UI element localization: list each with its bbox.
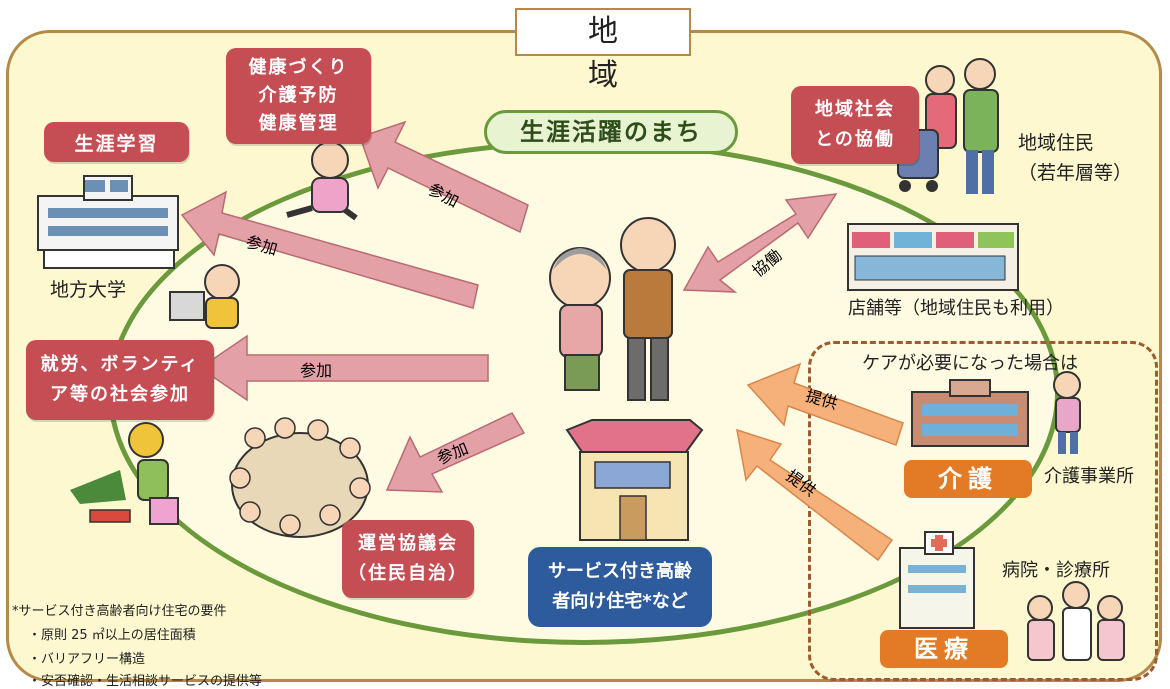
care-zone [808,341,1158,681]
housing-illustration [565,419,704,541]
council-box: 運営協議会 （住民自治） [342,520,474,598]
university-label: 地方大学 [50,279,127,301]
community-line-1: 地域社会 [815,99,895,120]
council-meeting-illustration [229,417,371,538]
housing-line-2: 者向け住宅*など [552,591,688,612]
stores-label: 店舗等（地域住民も利用） [848,298,1064,319]
work-volunteer-box: 就労、ボランティ ア等の社会参加 [26,340,214,420]
residents-label: 地域住民 （若年層等） [1018,128,1132,188]
university-illustration [37,175,179,269]
arrow-collaborate [682,193,838,293]
housing-box: サービス付き高齢 者向け住宅*など [528,547,712,627]
care-office-label: 介護事業所 [1044,466,1134,487]
participate-label-3: 参加 [300,361,333,380]
arrow-to-health [359,120,529,234]
residents-line-1: 地域住民 [1018,132,1095,154]
care-facility-illustration [911,379,1029,447]
health-line-3: 健康管理 [258,113,339,134]
housing-line-1: サービス付き高齢 [548,561,692,582]
care-staff-illustration [1053,371,1081,454]
exercise-illustration [286,141,358,221]
region-title: 地 域 [515,8,691,93]
town-title: 生涯活躍のまち [484,110,738,154]
hospital-label: 病院・診療所 [1002,560,1110,581]
arrow-to-council [385,412,526,493]
medical-staff-illustration [1027,581,1125,661]
council-line-1: 運営協議会 [358,533,458,554]
health-line-2: 介護予防 [258,85,339,106]
work-line-1: 就労、ボランティ [40,354,200,375]
lifelong-learning-box: 生涯学習 [44,122,189,162]
elderly-couple-illustration [549,217,676,401]
arrow-provide-care [746,362,904,446]
arrow-to-learning [180,190,479,309]
community-box: 地域社会 との協働 [791,86,919,164]
requirement-barrier-free: ・バリアフリー構造 [28,652,146,667]
medical-box: 医療 [880,630,1008,668]
work-line-2: ア等の社会参加 [50,384,190,405]
requirement-area: ・原則 25 ㎡以上の居住面積 [28,628,196,643]
arrow-to-work [198,334,489,402]
care-box: 介護 [904,460,1032,498]
hospital-illustration [899,531,975,629]
council-line-2: （住民自治） [348,563,468,584]
gardener-illustration [70,422,179,525]
residents-line-2: （若年層等） [1018,162,1133,184]
community-line-2: との協働 [815,129,895,150]
arrow-provide-medical [736,428,894,562]
care-needed-label: ケアが必要になった場合は [862,353,1078,374]
health-box: 健康づくり 介護予防 健康管理 [226,48,371,144]
requirement-services: ・安否確認・生活相談サービスの提供等 [28,674,263,689]
shops-illustration [847,223,1019,291]
computer-user-illustration [169,264,240,329]
housing-requirements-title: *サービス付き高齢者向け住宅の要件 [12,604,227,619]
health-line-1: 健康づくり [248,57,349,78]
